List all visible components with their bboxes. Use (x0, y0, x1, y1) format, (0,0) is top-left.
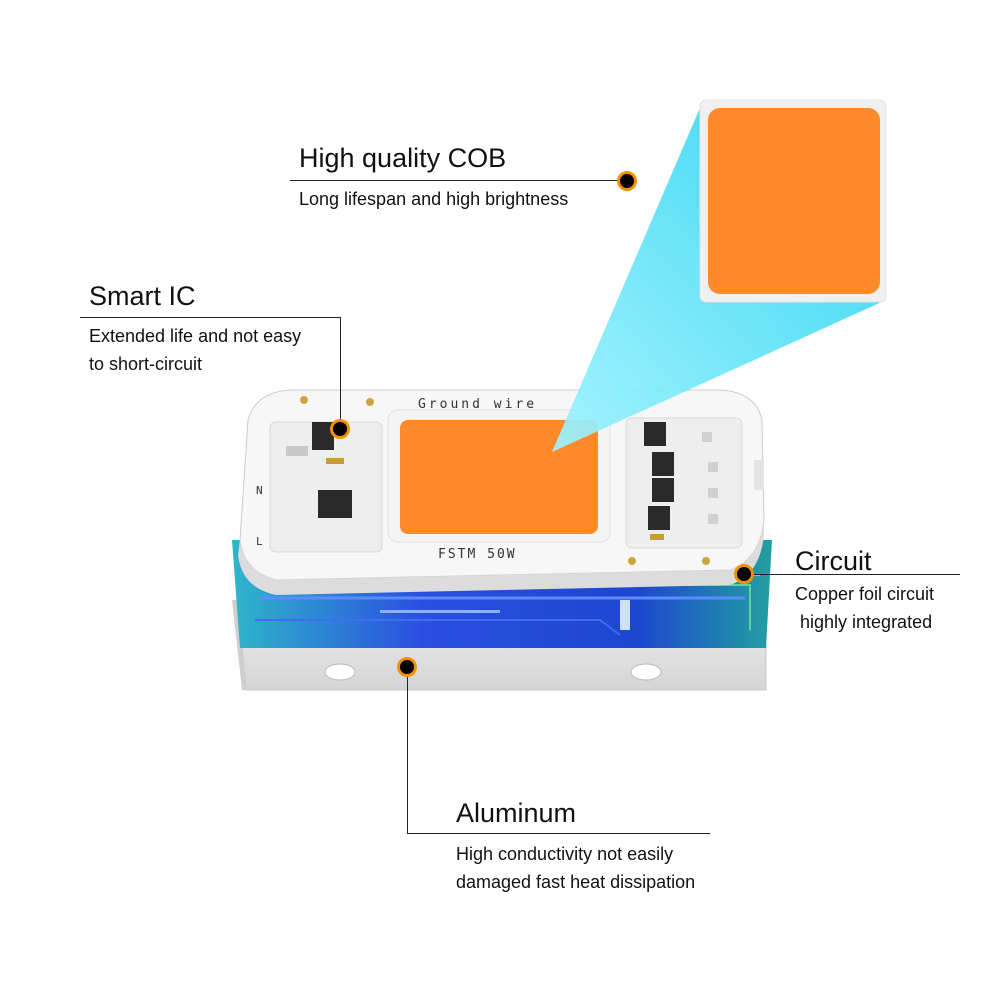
smart-ic-desc-line-1: Extended life and not easy (89, 326, 302, 346)
circuit-desc-line-1: Copper foil circuit (795, 584, 935, 604)
circuit-desc-line-2: highly integrated (800, 612, 933, 632)
cob-desc: Long lifespan and high brightness (299, 185, 568, 213)
circuit-leader-line (754, 574, 960, 575)
aluminum-desc: High conductivity not easily damaged fas… (456, 840, 695, 896)
board-pin-n: N (256, 484, 263, 497)
circuit-desc: Copper foil circuit highly integrated (795, 580, 934, 636)
cob-title: High quality COB (299, 143, 507, 173)
aluminum-title: Aluminum (456, 798, 577, 828)
smart-ic-title: Smart IC (89, 281, 196, 311)
cob-leader-line (290, 180, 626, 181)
smart-ic-leader-line (80, 317, 340, 318)
aluminum-callout-dot (397, 657, 417, 677)
board-led-emitter (400, 420, 598, 534)
cob-desc-line-1: Long lifespan and high brightness (299, 189, 569, 209)
aluminum-leader-drop (407, 677, 408, 834)
aluminum-leader-line (407, 833, 710, 834)
aluminum-desc-line-1: High conductivity not easily (456, 844, 674, 864)
smart-ic-callout-dot (330, 419, 350, 439)
circuit-callout-dot (734, 564, 754, 584)
board-ground-label: Ground wire (418, 397, 537, 412)
aluminum-desc-line-2: damaged fast heat dissipation (456, 872, 696, 892)
circuit-title: Circuit (795, 546, 872, 576)
cob-callout-dot (617, 171, 637, 191)
board-chip-label: FSTM 50W (438, 547, 517, 562)
smart-ic-desc-line-2: to short-circuit (89, 354, 203, 374)
smart-ic-leader-drop (340, 317, 341, 421)
board-pin-l: L (256, 535, 263, 548)
zoomed-cob-chip (699, 99, 887, 303)
smart-ic-desc: Extended life and not easy to short-circ… (89, 322, 301, 378)
